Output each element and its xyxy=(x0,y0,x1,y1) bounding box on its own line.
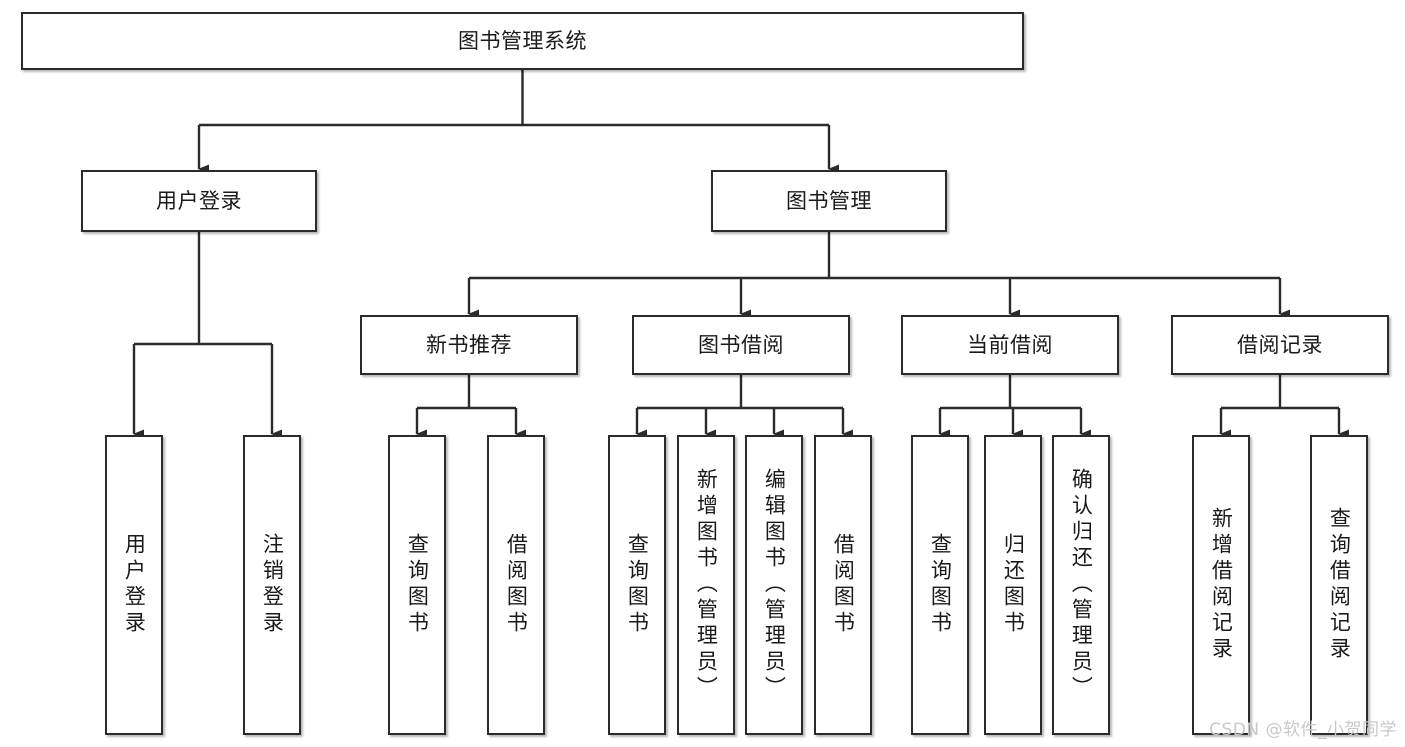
node-leaf-return-book[interactable]: 归还图书 xyxy=(984,435,1042,735)
node-leaf-query-book-2[interactable]: 查询图书 xyxy=(608,435,666,735)
node-label: 新书推荐 xyxy=(426,332,512,357)
node-label: 编辑图书（管理员） xyxy=(762,468,787,702)
node-label: 查询图书 xyxy=(405,533,430,637)
node-label: 归还图书 xyxy=(1001,533,1026,637)
node-leaf-logout[interactable]: 注销登录 xyxy=(243,435,301,735)
node-leaf-add-record[interactable]: 新增借阅记录 xyxy=(1192,435,1250,735)
node-user-login[interactable]: 用户登录 xyxy=(81,170,317,232)
node-root[interactable]: 图书管理系统 xyxy=(21,12,1024,70)
node-label: 当前借阅 xyxy=(967,332,1053,357)
node-label: 图书管理 xyxy=(786,188,872,213)
node-label: 新增图书（管理员） xyxy=(694,468,719,702)
node-label: 查询借阅记录 xyxy=(1327,507,1352,663)
connectors xyxy=(132,70,1349,439)
node-leaf-add-book[interactable]: 新增图书（管理员） xyxy=(677,435,735,735)
node-label: 确认归还（管理员） xyxy=(1069,468,1094,702)
node-label: 用户登录 xyxy=(156,188,242,213)
node-leaf-borrow-book-2[interactable]: 借阅图书 xyxy=(814,435,872,735)
node-label: 图书管理系统 xyxy=(458,28,587,53)
node-label: 用户登录 xyxy=(122,533,147,637)
node-label: 借阅图书 xyxy=(831,533,856,637)
node-label: 借阅记录 xyxy=(1237,332,1323,357)
node-leaf-query-record[interactable]: 查询借阅记录 xyxy=(1310,435,1368,735)
node-label: 查询图书 xyxy=(928,533,953,637)
node-current-borrow[interactable]: 当前借阅 xyxy=(901,315,1119,375)
node-new-book-rec[interactable]: 新书推荐 xyxy=(360,315,578,375)
node-leaf-confirm-return[interactable]: 确认归还（管理员） xyxy=(1052,435,1110,735)
node-leaf-query-book-3[interactable]: 查询图书 xyxy=(911,435,969,735)
node-label: 新增借阅记录 xyxy=(1209,507,1234,663)
node-borrow-record[interactable]: 借阅记录 xyxy=(1171,315,1389,375)
node-label: 注销登录 xyxy=(260,533,285,637)
node-leaf-user-login[interactable]: 用户登录 xyxy=(105,435,163,735)
node-leaf-edit-book[interactable]: 编辑图书（管理员） xyxy=(745,435,803,735)
node-leaf-borrow-book-1[interactable]: 借阅图书 xyxy=(487,435,545,735)
node-leaf-query-book-1[interactable]: 查询图书 xyxy=(388,435,446,735)
node-label: 查询图书 xyxy=(625,533,650,637)
node-label: 借阅图书 xyxy=(504,533,529,637)
node-book-borrow[interactable]: 图书借阅 xyxy=(632,315,850,375)
node-book-manage[interactable]: 图书管理 xyxy=(711,170,947,232)
node-label: 图书借阅 xyxy=(698,332,784,357)
